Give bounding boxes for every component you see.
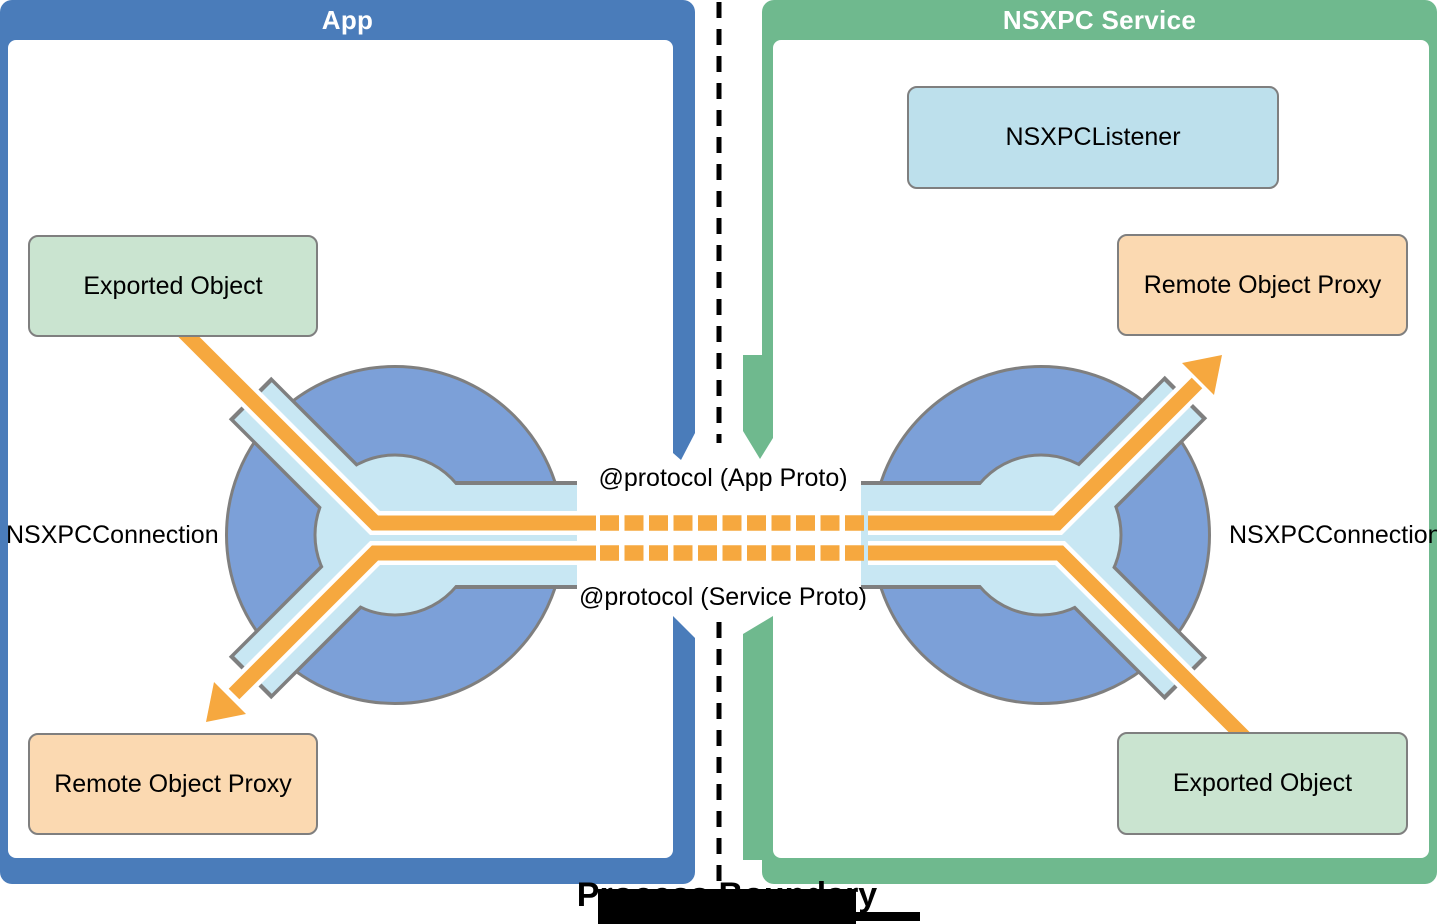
arrowhead-to-app-remote-proxy [201,674,254,727]
service-border-gap [739,428,777,642]
protocol-service-label: @protocol (Service Proto) [579,583,867,611]
arrowhead-to-service-remote-proxy [1174,350,1227,403]
service-exported-object-label: Exported Object [1172,769,1353,797]
service-port-top [743,355,773,459]
nsxpc-listener-label: NSXPCListener [1005,123,1181,151]
protocol-app-label: @protocol (App Proto) [598,464,848,492]
app-connection-pipes [169,317,596,727]
nsxpc-listener-box: NSXPCListener [907,86,1279,189]
app-remote-object-proxy-label: Remote Object Proxy [54,769,292,798]
app-border-tip-top [673,425,695,460]
app-remote-object-proxy-box: Remote Object Proxy [28,733,318,835]
service-port-bottom [743,616,773,860]
service-remote-object-proxy-box: Remote Object Proxy [1117,234,1408,336]
app-nsxpcconnection-label: NSXPCConnection [6,521,219,549]
app-border-tip-bottom [673,616,695,645]
service-panel-title: NSXPC Service [1002,5,1197,35]
app-exported-object-label: Exported Object [83,271,263,300]
service-connection-pipes [868,350,1254,747]
app-border-gap [668,430,702,642]
app-exported-object-box: Exported Object [28,235,318,337]
service-remote-object-proxy-label: Remote Object Proxy [1143,270,1382,299]
app-panel-title: App [321,5,374,35]
service-exported-object-box: Exported Object [1117,732,1408,835]
process-boundary-cutoff-bar [695,912,920,921]
service-nsxpcconnection-label: NSXPCConnection [1229,521,1437,549]
